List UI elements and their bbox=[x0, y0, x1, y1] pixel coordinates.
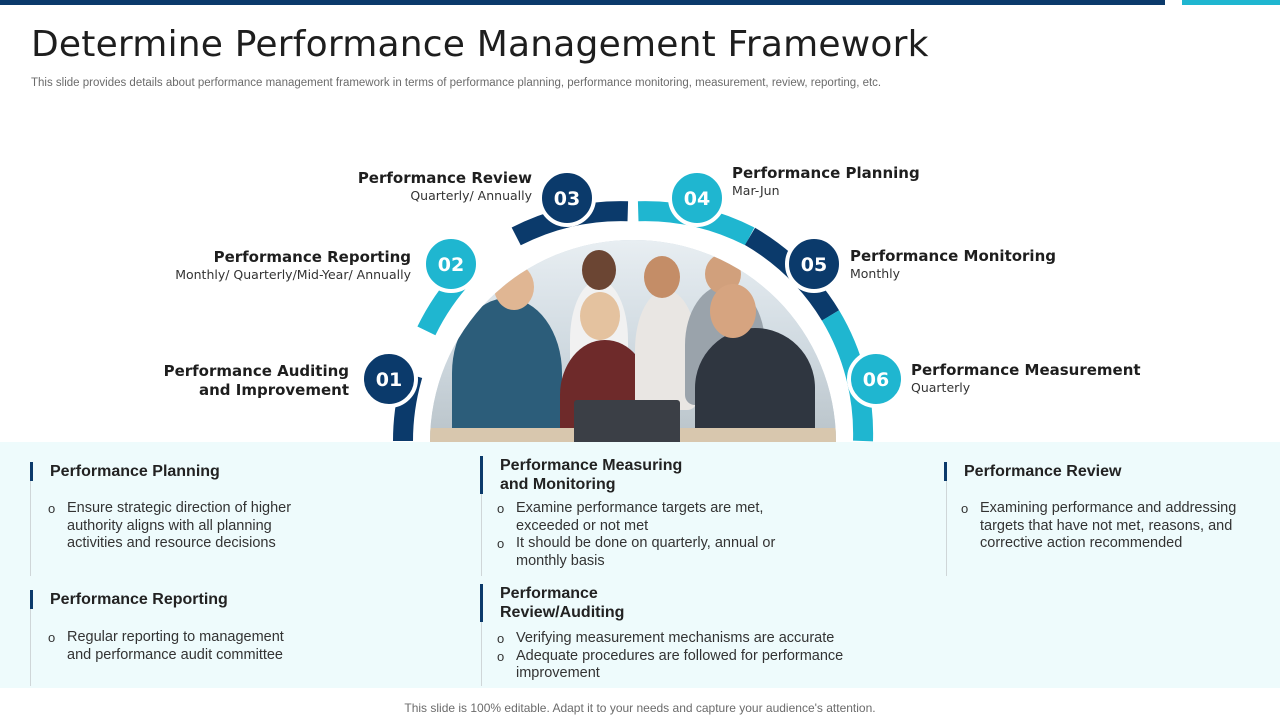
step-03-number: 03 bbox=[554, 188, 580, 210]
list-item: Regular reporting to management and perf… bbox=[48, 629, 308, 664]
step-04-label: Performance Planning Mar-Jun bbox=[732, 164, 920, 198]
step-04-number: 04 bbox=[684, 188, 710, 210]
step-05-circle bbox=[785, 235, 843, 293]
step-04-circle bbox=[668, 169, 726, 227]
footer-note: This slide is 100% editable. Adapt it to… bbox=[404, 701, 876, 715]
framework-arc: 01 02 03 04 05 06 bbox=[360, 169, 905, 442]
card-measuring-list: Examine performance targets are met, exc… bbox=[497, 500, 797, 570]
list-item: Examining performance and addressing tar… bbox=[961, 500, 1251, 553]
page-title: Determine Performance Management Framewo… bbox=[31, 24, 929, 65]
top-accent-bar-light bbox=[1182, 0, 1280, 5]
step-05-label: Performance Monitoring Monthly bbox=[850, 247, 1056, 281]
step-02-label: Performance Reporting Monthly/ Quarterly… bbox=[175, 248, 411, 282]
step-06-circle bbox=[847, 350, 905, 408]
card-auditing-heading: Performance Review/Auditing bbox=[480, 584, 624, 622]
list-item: It should be done on quarterly, annual o… bbox=[497, 535, 797, 570]
card-reporting-heading: Performance Reporting bbox=[30, 590, 228, 609]
list-item: Ensure strategic direction of higher aut… bbox=[48, 500, 318, 553]
laptop-graphic bbox=[574, 400, 680, 442]
card-auditing-list: Verifying measurement mechanisms are acc… bbox=[497, 630, 857, 683]
card-planning-heading: Performance Planning bbox=[30, 462, 220, 481]
list-item: Verifying measurement mechanisms are acc… bbox=[497, 630, 857, 648]
card-planning-list: Ensure strategic direction of higher aut… bbox=[48, 500, 318, 553]
step-06-label: Performance Measurement Quarterly bbox=[911, 361, 1141, 395]
step-06-number: 06 bbox=[863, 369, 889, 391]
details-panel: Performance Planning Ensure strategic di… bbox=[0, 442, 1280, 688]
team-photo bbox=[430, 240, 836, 442]
step-02-circle bbox=[422, 235, 480, 293]
step-03-label: Performance Review Quarterly/ Annually bbox=[357, 169, 532, 203]
top-accent-bar-dark bbox=[0, 0, 1165, 5]
step-01-label: Performance Auditing and Improvement bbox=[163, 362, 349, 399]
step-03-circle bbox=[538, 169, 596, 227]
card-measuring-heading: Performance Measuring and Monitoring bbox=[480, 456, 682, 494]
card-review-heading: Performance Review bbox=[944, 462, 1121, 481]
step-01-circle bbox=[360, 350, 418, 408]
step-02-number: 02 bbox=[438, 254, 464, 276]
list-item: Adequate procedures are followed for per… bbox=[497, 648, 857, 683]
card-review-list: Examining performance and addressing tar… bbox=[961, 500, 1251, 553]
card-reporting-list: Regular reporting to management and perf… bbox=[48, 629, 308, 664]
page-subtitle: This slide provides details about perfor… bbox=[31, 77, 882, 89]
list-item: Examine performance targets are met, exc… bbox=[497, 500, 797, 535]
step-05-number: 05 bbox=[801, 254, 827, 276]
step-01-number: 01 bbox=[376, 369, 402, 391]
